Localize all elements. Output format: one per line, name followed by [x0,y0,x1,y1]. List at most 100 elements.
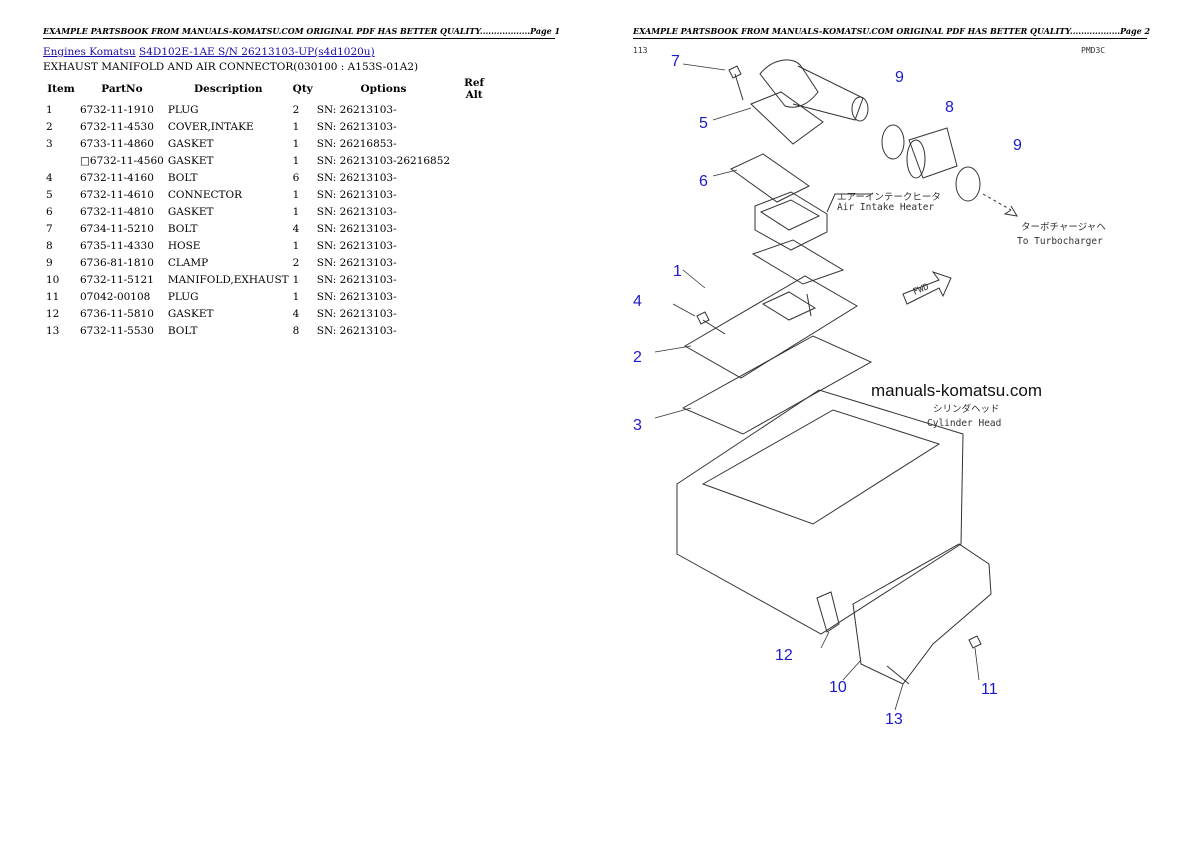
cell-options: SN: 26213103- [316,239,397,252]
cell-partno: 6736-81-1810 [80,256,154,269]
callout-6: 6 [699,173,708,190]
cell-ref-alt [452,186,496,203]
cell-item: 2 [46,120,53,133]
air-intake-heater-label-jp: エアーインテークヒータ [837,192,941,203]
cell-item: 7 [46,222,53,235]
cell-ref-alt [452,254,496,271]
callout-12: 12 [775,647,793,664]
cell-item: 5 [46,188,53,201]
cylinder-head-shape [676,389,964,635]
cell-item: 6 [46,205,53,218]
cell-item: 4 [46,171,53,184]
cell-options: SN: 26213103- [316,273,397,286]
parts-table: Item PartNo Description Qty Options Ref … [44,77,496,339]
engines-link[interactable]: Engines Komatsu [43,46,136,58]
turbocharger-label-jp: ターボチャージャヘ [1021,222,1106,233]
cell-options: SN: 26213103- [316,222,397,235]
intake-cover-shape [684,275,858,379]
cell-item: 13 [46,324,60,337]
callout-5: 5 [699,115,708,132]
model-link[interactable]: S4D102E-1AE S/N 26213103-UP(s4d1020u) [139,46,375,58]
cell-qty: 1 [292,137,300,150]
leader-2 [654,345,692,353]
callout-1: 1 [673,263,682,280]
parts-list-page: EXAMPLE PARTSBOOK FROM MANUALS-KOMATSU.C… [43,26,560,339]
connector-pipe-shape [792,65,864,121]
cell-qty: 1 [292,239,300,252]
cell-description: GASKET [167,205,214,218]
cell-description: CLAMP [167,256,209,269]
section-title: EXHAUST MANIFOLD AND AIR CONNECTOR(03010… [43,61,419,73]
cell-description: GASKET [167,137,214,150]
exhaust-manifold-shape [852,543,992,685]
leader-13 [894,683,904,711]
turbo-arrow-head [1003,205,1018,217]
cell-item [44,152,78,169]
col-header-item: Item [47,83,75,95]
cell-partno: 6734-11-5210 [80,222,154,235]
leader-1 [682,269,706,289]
gasket-3-shape [681,335,873,435]
air-intake-heater-shape [754,191,828,251]
cell-description: HOSE [167,239,201,252]
cell-qty: 1 [292,120,300,133]
turbo-arrow-line [982,193,1012,211]
leader-10 [842,659,862,681]
cell-qty: 1 [292,154,300,167]
cell-item: 10 [46,273,60,286]
cell-options: SN: 26213103- [316,171,397,184]
cell-ref-alt [452,237,496,254]
cell-ref-alt [452,118,496,135]
breadcrumb: Engines Komatsu S4D102E-1AE S/N 26213103… [43,46,375,58]
cell-item: 8 [46,239,53,252]
cell-qty: 1 [292,290,300,303]
cylinder-head-top-shape [701,409,941,525]
plug-11-shape [968,635,982,649]
plug-1-shape [806,293,812,317]
col-header-options: Options [360,83,407,95]
leader-11 [974,647,980,681]
cell-partno: 6732-11-5530 [80,324,154,337]
cell-description: GASKET [167,307,214,320]
cell-partno: □6732-11-4560 [80,154,164,167]
cell-item: 11 [46,290,60,303]
cell-options: SN: 26213103-26216852 [316,154,451,167]
cell-qty: 4 [292,222,300,235]
diagram-page: EXAMPLE PARTSBOOK FROM MANUALS-KOMATSU.C… [595,0,1190,842]
cell-partno: 6732-11-4810 [80,205,154,218]
connector-flange-shape [750,91,824,145]
cell-partno: 6736-11-5810 [80,307,154,320]
cylinder-head-label-jp: シリンダヘッド [933,403,1000,415]
bolt-4-shape [696,311,726,335]
cell-options: SN: 26213103- [316,290,397,303]
cell-partno: 6732-11-1910 [80,103,154,116]
cell-partno: 6732-11-4610 [80,188,154,201]
cell-options: SN: 26213103- [316,103,397,116]
cell-qty: 8 [292,324,300,337]
callout-3: 3 [633,417,642,434]
col-header-partno: PartNo [101,83,143,95]
callout-7: 7 [671,53,680,70]
diagram-corner-left: 113 [633,46,648,55]
fwd-arrow-shape [902,271,952,305]
callout-9-lower: 9 [1013,137,1022,154]
watermark-text: manuals-komatsu.com [871,381,1042,400]
col-header-qty: Qty [292,83,313,95]
callout-9-upper: 9 [895,69,904,86]
cylinder-head-label: Cylinder Head [927,418,1001,429]
cell-partno: 6732-11-4530 [80,120,154,133]
leader-12 [820,631,830,649]
heater-grid-shape [759,199,821,231]
cell-description: PLUG [167,290,199,303]
exploded-parts-diagram: 113 PMD3C 7 9 5 8 9 6 1 4 2 3 12 10 13 1… [633,46,1106,728]
cell-description: BOLT [167,171,198,184]
